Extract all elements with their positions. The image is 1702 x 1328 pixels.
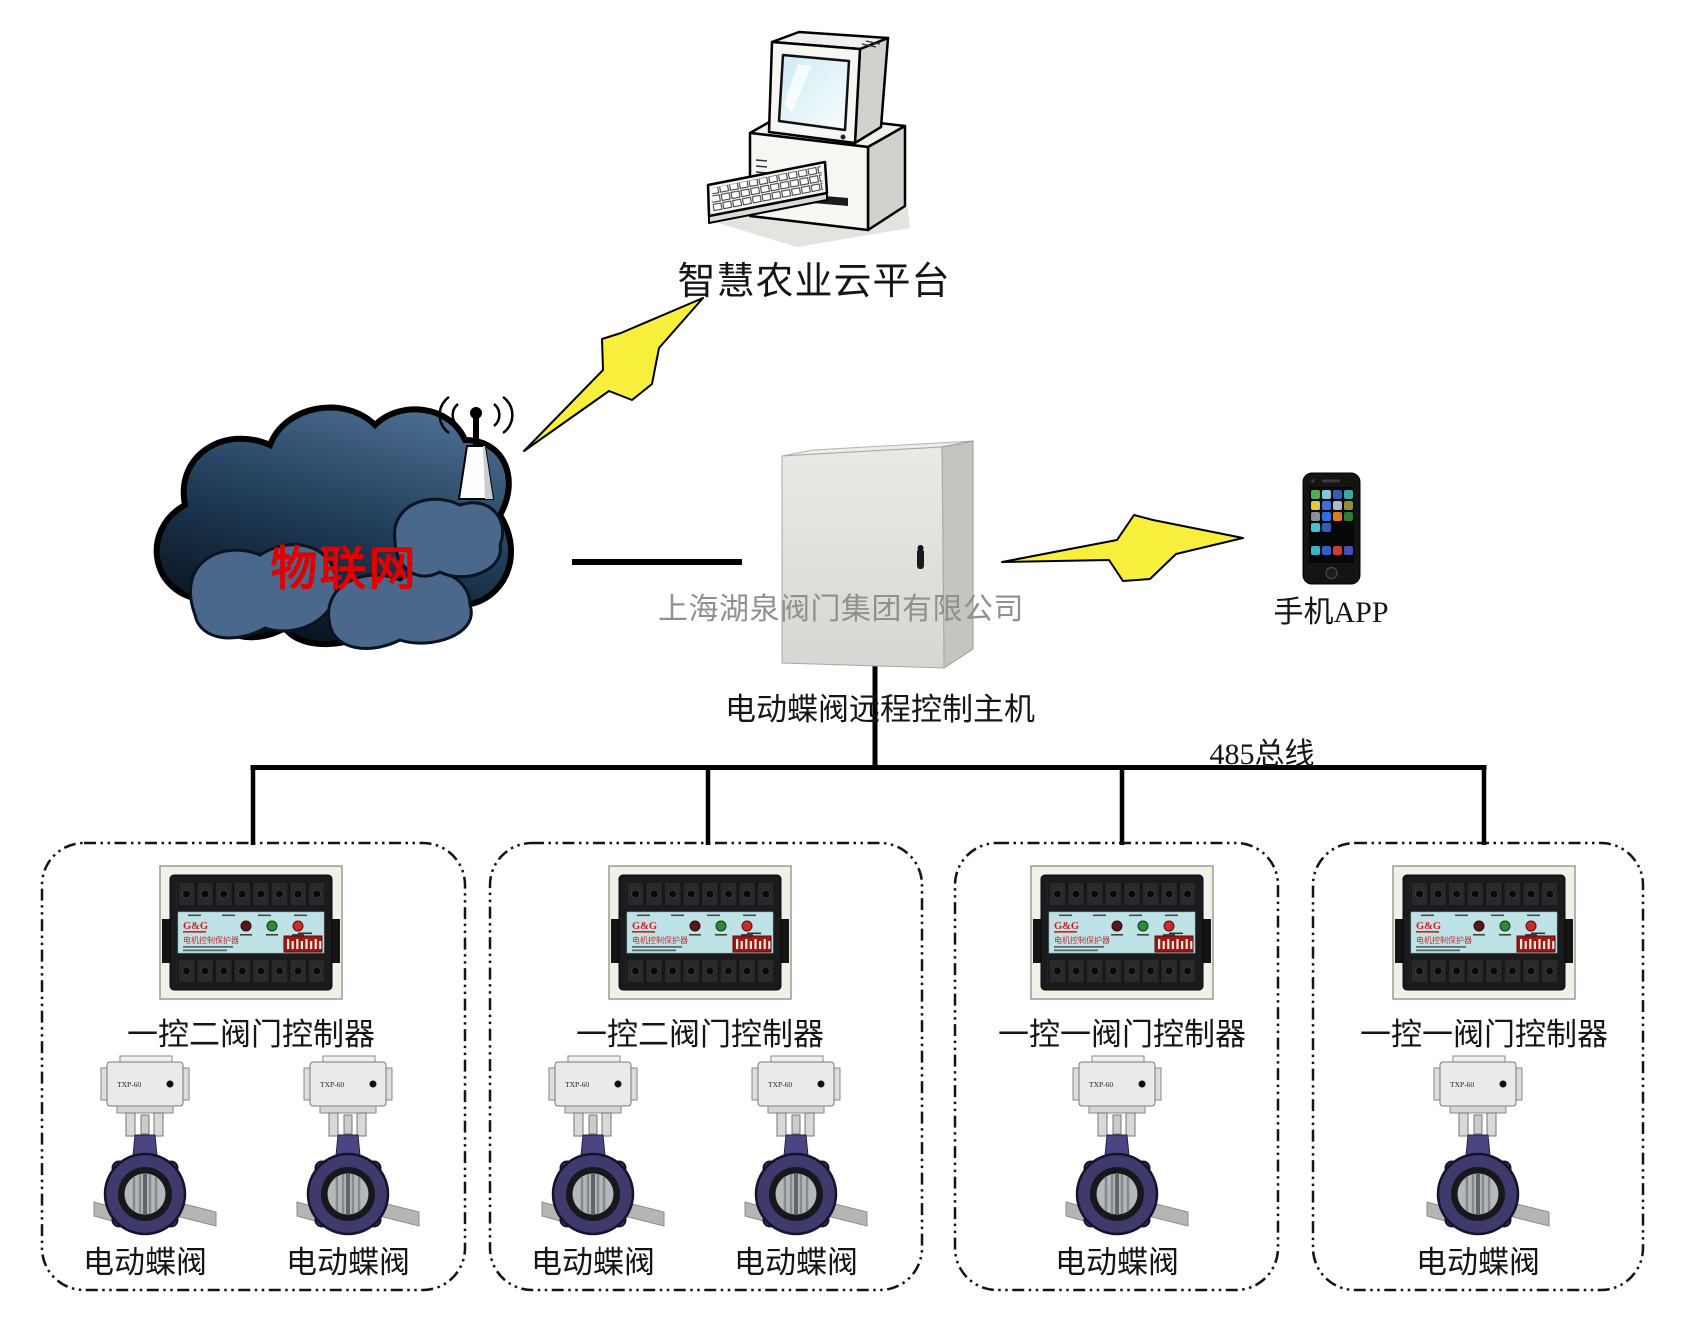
valve-label-4: 电动蝶阀	[1416, 1245, 1540, 1280]
valve-label-2b: 电动蝶阀	[734, 1245, 858, 1280]
controller-label-4: 一控一阀门控制器	[1360, 1017, 1608, 1052]
cloud-platform-label: 智慧农业云平台	[677, 261, 951, 303]
butterfly-valve-1b	[295, 1054, 421, 1236]
connection-lines	[250, 559, 1487, 845]
smartphone	[1302, 472, 1361, 585]
computer-illustration	[706, 30, 910, 247]
cabinet-handle	[917, 549, 924, 569]
lightning-host-to-phone-icon	[1001, 514, 1244, 582]
host-label: 电动蝶阀远程控制主机	[725, 692, 1035, 727]
valve-controller-3	[1031, 866, 1213, 999]
butterfly-valve-2b	[743, 1054, 869, 1236]
control-cabinet	[781, 440, 974, 669]
controller-label-1: 一控二阀门控制器	[127, 1017, 375, 1052]
valve-controller-1	[160, 866, 342, 999]
lightning-cloud-to-pc-icon	[523, 297, 704, 452]
company-watermark: 上海湖泉阀门集团有限公司	[658, 593, 1024, 626]
valve-label-3: 电动蝶阀	[1055, 1245, 1179, 1280]
butterfly-valve-3	[1064, 1054, 1190, 1236]
valve-label-2a: 电动蝶阀	[531, 1245, 655, 1280]
valve-label-1b: 电动蝶阀	[286, 1245, 410, 1280]
valve-label-1a: 电动蝶阀	[83, 1245, 207, 1280]
phone-home-button	[1325, 566, 1338, 580]
iot-label: 物联网	[270, 544, 418, 596]
valve-controller-2	[609, 866, 791, 999]
bus-label: 485总线	[1209, 738, 1315, 771]
controller-label-2: 一控二阀门控制器	[576, 1017, 824, 1052]
butterfly-valve-1a	[92, 1054, 218, 1236]
valve-controller-4	[1393, 866, 1575, 999]
group-box-3	[953, 841, 1280, 1292]
butterfly-valve-2a	[540, 1054, 666, 1236]
iot-cloud-shape	[153, 404, 514, 650]
antenna-icon	[438, 395, 514, 500]
group-boxes	[40, 841, 1645, 1292]
controller-label-3: 一控一阀门控制器	[998, 1017, 1246, 1052]
group-box-4	[1311, 841, 1645, 1292]
butterfly-valve-4	[1425, 1054, 1551, 1236]
group-box-2	[488, 841, 924, 1292]
group-box-1	[40, 841, 467, 1292]
phone-label: 手机APP	[1273, 596, 1389, 629]
